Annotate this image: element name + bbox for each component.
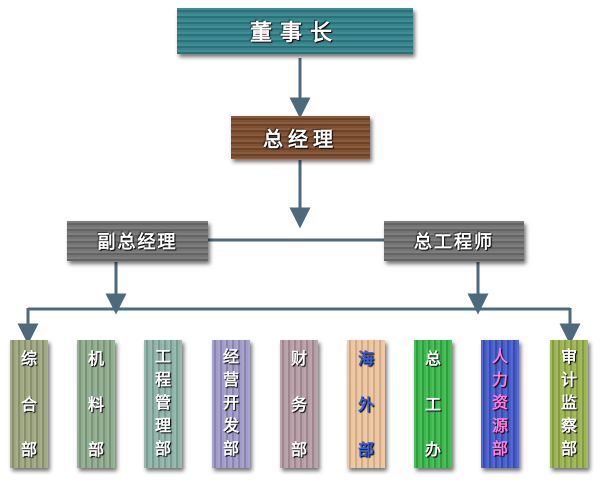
department-char: 审 bbox=[560, 347, 577, 366]
department-box: 海外部 bbox=[347, 340, 385, 468]
department-char: 程 bbox=[154, 370, 171, 389]
department-box: 审计监察部 bbox=[550, 340, 588, 468]
department-char: 部 bbox=[87, 440, 104, 459]
department-char: 部 bbox=[154, 439, 171, 458]
department-char: 机 bbox=[87, 349, 104, 368]
department-char: 资 bbox=[491, 393, 508, 412]
department-char: 发 bbox=[222, 416, 239, 435]
department-char: 务 bbox=[290, 394, 307, 414]
chairman-box: 董事长 bbox=[177, 8, 413, 54]
general-manager-box: 总经理 bbox=[231, 116, 370, 159]
department-char: 部 bbox=[222, 439, 239, 458]
department-char: 监 bbox=[560, 393, 577, 412]
department-char: 外 bbox=[357, 394, 374, 414]
department-char: 理 bbox=[154, 416, 171, 435]
department-char: 察 bbox=[560, 416, 577, 435]
chief-engineer-label: 总工程师 bbox=[414, 232, 494, 253]
department-char: 部 bbox=[290, 440, 307, 459]
department-char: 工 bbox=[424, 394, 441, 414]
department-char: 合 bbox=[20, 394, 37, 414]
department-char: 综 bbox=[20, 349, 37, 368]
department-char: 部 bbox=[491, 439, 508, 458]
department-box: 机料部 bbox=[77, 340, 115, 468]
department-char: 部 bbox=[560, 439, 577, 458]
department-char: 办 bbox=[424, 440, 441, 459]
chief-engineer-box: 总工程师 bbox=[384, 221, 524, 261]
department-char: 总 bbox=[424, 349, 441, 368]
department-char: 财 bbox=[290, 349, 307, 368]
chairman-label: 董事长 bbox=[249, 21, 340, 46]
department-box: 经营开发部 bbox=[212, 340, 250, 468]
department-char: 力 bbox=[491, 370, 508, 389]
department-char: 海 bbox=[357, 349, 374, 368]
department-char: 料 bbox=[87, 394, 104, 414]
department-box: 总工办 bbox=[414, 340, 452, 468]
department-char: 开 bbox=[222, 393, 239, 412]
department-char: 部 bbox=[20, 440, 37, 459]
department-char: 源 bbox=[491, 416, 508, 435]
department-char: 部 bbox=[357, 440, 374, 459]
department-char: 管 bbox=[154, 393, 171, 412]
department-char: 人 bbox=[491, 347, 508, 366]
department-char: 营 bbox=[222, 370, 239, 389]
department-box: 人力资源部 bbox=[481, 340, 519, 468]
department-char: 经 bbox=[222, 347, 239, 366]
deputy-gm-label: 副总经理 bbox=[97, 232, 178, 253]
department-char: 工 bbox=[154, 347, 171, 366]
department-box: 工程管理部 bbox=[144, 340, 182, 468]
department-box: 综合部 bbox=[10, 340, 48, 468]
deputy-gm-box: 副总经理 bbox=[67, 221, 208, 261]
department-box: 财务部 bbox=[280, 340, 318, 468]
department-char: 计 bbox=[560, 370, 577, 389]
general-manager-label: 总经理 bbox=[263, 127, 338, 151]
